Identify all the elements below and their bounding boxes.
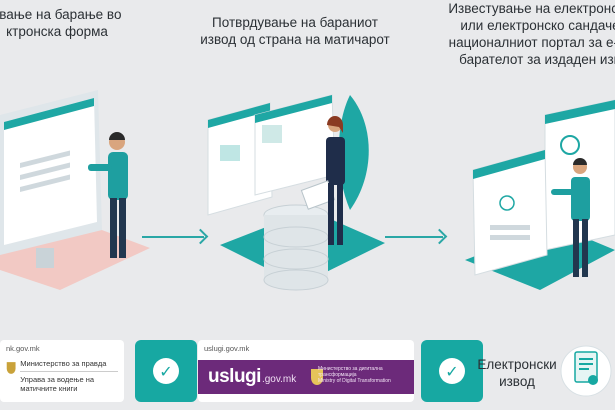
coat-of-arms-icon [311, 369, 323, 385]
bluetooth-icon [499, 195, 515, 211]
step2-caption-line2: извод од страна на матичарот [200, 32, 390, 47]
checkmark-icon: ✓ [439, 358, 465, 384]
ministry-url: nk.gov.mk [6, 344, 40, 353]
database-ring [263, 248, 329, 270]
step3-illustration [465, 99, 615, 290]
doc-label-line2: извод [499, 374, 535, 389]
monitor-stand [36, 248, 54, 268]
inbox-window-front [472, 149, 548, 276]
step1-caption-line2: ктронска форма [6, 24, 108, 39]
woman-leg [328, 183, 334, 245]
step2-illustration [207, 94, 385, 291]
coat-of-arms-icon [6, 362, 16, 374]
window-right-bar [255, 95, 332, 123]
doc-label-line1: Електронски [477, 357, 557, 372]
form-line [20, 162, 70, 181]
woman-leg [337, 183, 343, 245]
window-right-image [262, 125, 282, 143]
certificate-document-icon [560, 345, 612, 397]
step2-caption-line1: Потврдување на бараниот [212, 15, 378, 30]
registry-office-name: Управа за водење на матичните книги [20, 375, 95, 393]
form-line [490, 235, 530, 240]
person-leg [573, 219, 579, 277]
person-arm [551, 189, 575, 195]
step3-caption-line2: или електронско сандаче [460, 18, 615, 33]
person-arm [88, 164, 112, 171]
step1-caption: ување на барање во ктронска форма [0, 6, 172, 40]
form-line [20, 150, 70, 169]
wifi-icon [560, 135, 580, 155]
inbox-window-front-bar [473, 150, 545, 179]
ministry-name: Министерство за правда [20, 359, 107, 368]
step3-caption-line4: барателот за издаден изв [459, 52, 615, 67]
person-leg [119, 198, 126, 258]
arrow-2-to-3 [385, 236, 443, 238]
step3-caption-line1: Известување на електронска [448, 1, 615, 16]
person-leg [110, 198, 117, 258]
step1-caption-line1: ување на барање во [0, 7, 122, 22]
step3-caption-line3: националниот портал за е-ус [448, 35, 615, 50]
person-leg [582, 219, 588, 277]
digital-ministry-mk: Министерство за дигитална трансформација [318, 366, 383, 378]
uslugi-logo: uslugi [208, 366, 261, 387]
woman-torso [326, 137, 345, 185]
step2-caption: Потврдување на бараниот извод од страна … [175, 14, 415, 48]
person-torso [108, 152, 128, 200]
arrow-1-to-2 [142, 236, 204, 238]
uslugi-portal-card: uslugi.gov.mk uslugi .gov.mk Министерств… [198, 340, 414, 402]
ministry-justice-card: nk.gov.mk Министерство за правда Управа … [0, 340, 124, 402]
form-line [490, 225, 530, 230]
person-hair [109, 132, 125, 140]
form-line [20, 174, 70, 193]
database-bottom [263, 269, 329, 291]
window-left-image [220, 145, 240, 161]
monitor-bar [4, 98, 94, 130]
step3-caption: Известување на електронска или електронс… [420, 0, 615, 68]
person-hair [573, 158, 587, 165]
divider [20, 371, 118, 372]
teal-plant-leaf [338, 95, 369, 210]
step1-illustration [0, 90, 150, 290]
check-card-2: ✓ [421, 340, 483, 402]
uslugi-domain: .gov.mk [261, 374, 297, 385]
inbox-window-back-bar [545, 100, 615, 124]
digital-ministry-en: Ministry of Digital Transformation [318, 378, 391, 384]
digital-ministry-name: Министерство за дигитална трансформација… [318, 366, 408, 384]
electronic-certificate-label: Електронски извод [476, 356, 558, 390]
woman-hair [327, 116, 343, 133]
check-card-1: ✓ [135, 340, 197, 402]
uslugi-banner: uslugi .gov.mk Министерство за дигитална… [198, 360, 414, 394]
window-left-bar [208, 103, 270, 128]
checkmark-icon: ✓ [153, 358, 179, 384]
inbox-window-back [544, 99, 615, 251]
person-torso [571, 177, 590, 221]
uslugi-url: uslugi.gov.mk [204, 344, 250, 353]
